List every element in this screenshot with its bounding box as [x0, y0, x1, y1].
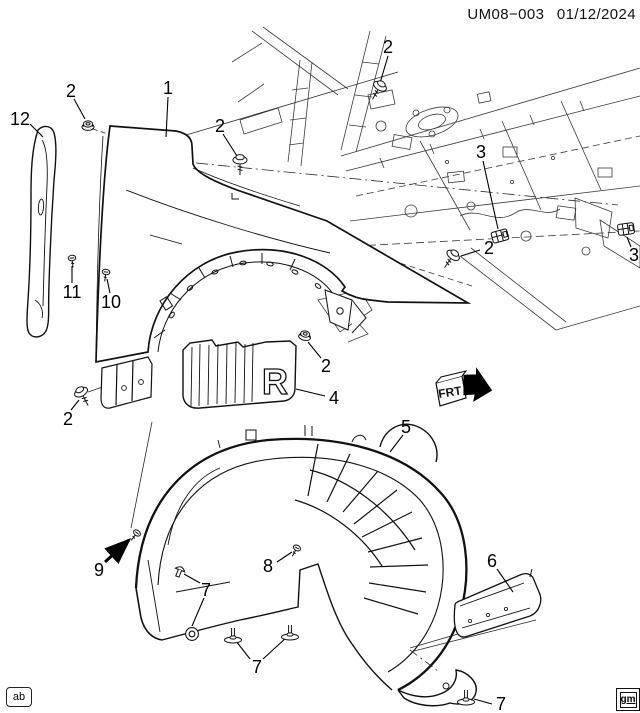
screw-icon	[67, 254, 78, 269]
body-structure-sketch	[231, 26, 640, 343]
fender-part1	[95, 125, 472, 364]
nut-icon	[297, 329, 313, 343]
bolt-icon	[438, 246, 463, 273]
rivet-icon	[281, 624, 299, 641]
callout-2c: 2	[382, 37, 394, 57]
callout-2a: 2	[65, 81, 77, 101]
callout-9: 9	[93, 560, 105, 580]
front-molding-part6	[453, 568, 542, 638]
pillar-seal-part12	[26, 125, 57, 338]
callout-6: 6	[486, 551, 498, 571]
gm-logo-text: gm	[619, 691, 637, 708]
callout-3b: 3	[628, 245, 640, 265]
callout-2b: 2	[214, 116, 226, 136]
wheel-arch-flange	[153, 253, 367, 353]
callout-10: 10	[100, 292, 122, 312]
nut-icon	[81, 120, 95, 131]
footnote-tag: ab	[6, 687, 32, 707]
clip-icon	[616, 221, 636, 237]
callout-8: 8	[262, 556, 274, 576]
callout-2f: 2	[320, 356, 332, 376]
callout-12: 12	[9, 109, 31, 129]
document-date: 01/12/2024	[556, 6, 636, 23]
callout-2d: 2	[483, 238, 495, 258]
screw-icon	[127, 528, 143, 544]
frt-label: FRT	[437, 383, 463, 401]
insulator-r-marking: R	[262, 361, 288, 402]
bolt-icon	[232, 154, 248, 176]
push-pin-icon	[172, 564, 187, 579]
document-code: UM08−003	[467, 6, 545, 23]
screw-icon	[288, 543, 303, 559]
fender-bracket	[100, 356, 153, 409]
callout-4: 4	[328, 388, 340, 408]
callout-2e: 2	[62, 409, 74, 429]
gm-logo: gm	[616, 688, 640, 711]
grommet-icon	[185, 627, 199, 641]
rivet-icon	[224, 627, 242, 644]
rivet-icon	[457, 689, 475, 706]
callout-3a: 3	[475, 142, 487, 162]
frt-direction-marker: FRT	[435, 367, 493, 407]
callout-7c: 7	[495, 694, 507, 713]
callout-7b: 7	[251, 657, 263, 677]
callout-5: 5	[400, 417, 412, 437]
wheelhouse-liner-part5	[134, 423, 477, 707]
callout-7a: 7	[200, 580, 212, 600]
document-id: UM08−003 01/12/2024	[459, 6, 636, 23]
callout-leaders	[29, 55, 632, 705]
callout-11: 11	[62, 282, 82, 302]
insulator-part4: R	[182, 339, 297, 409]
callout-1: 1	[162, 78, 174, 98]
